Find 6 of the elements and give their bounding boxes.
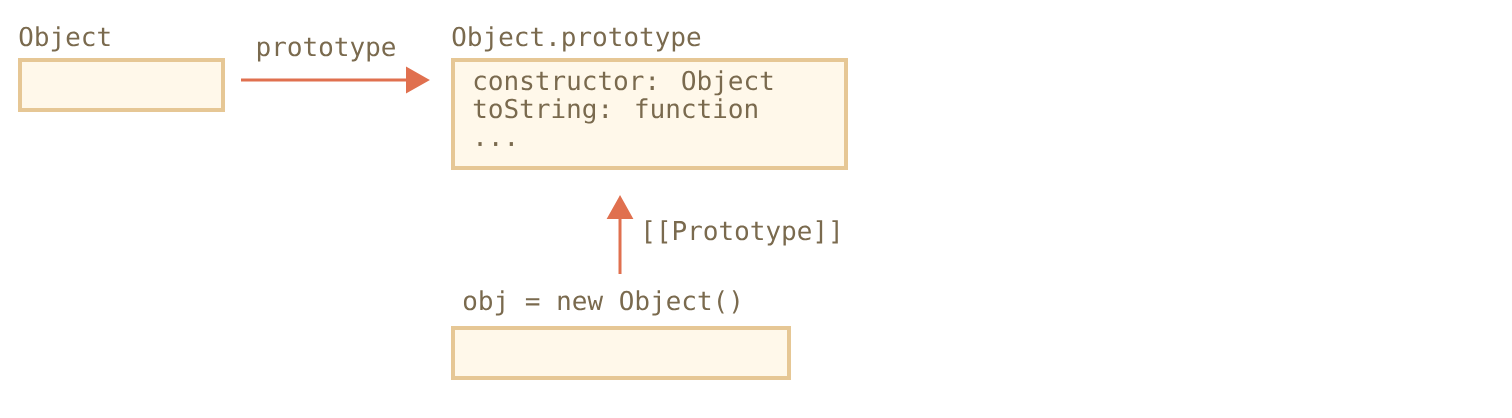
box-heading: obj = new Object() [463,290,739,316]
box-heading: Object.prototype [452,26,701,52]
edge-label: [[Prototype]] [638,218,846,248]
box-heading: Object [19,26,110,52]
edge-label: prototype [253,35,399,64]
object-box: constructor: Object toString: function ... [451,58,848,170]
